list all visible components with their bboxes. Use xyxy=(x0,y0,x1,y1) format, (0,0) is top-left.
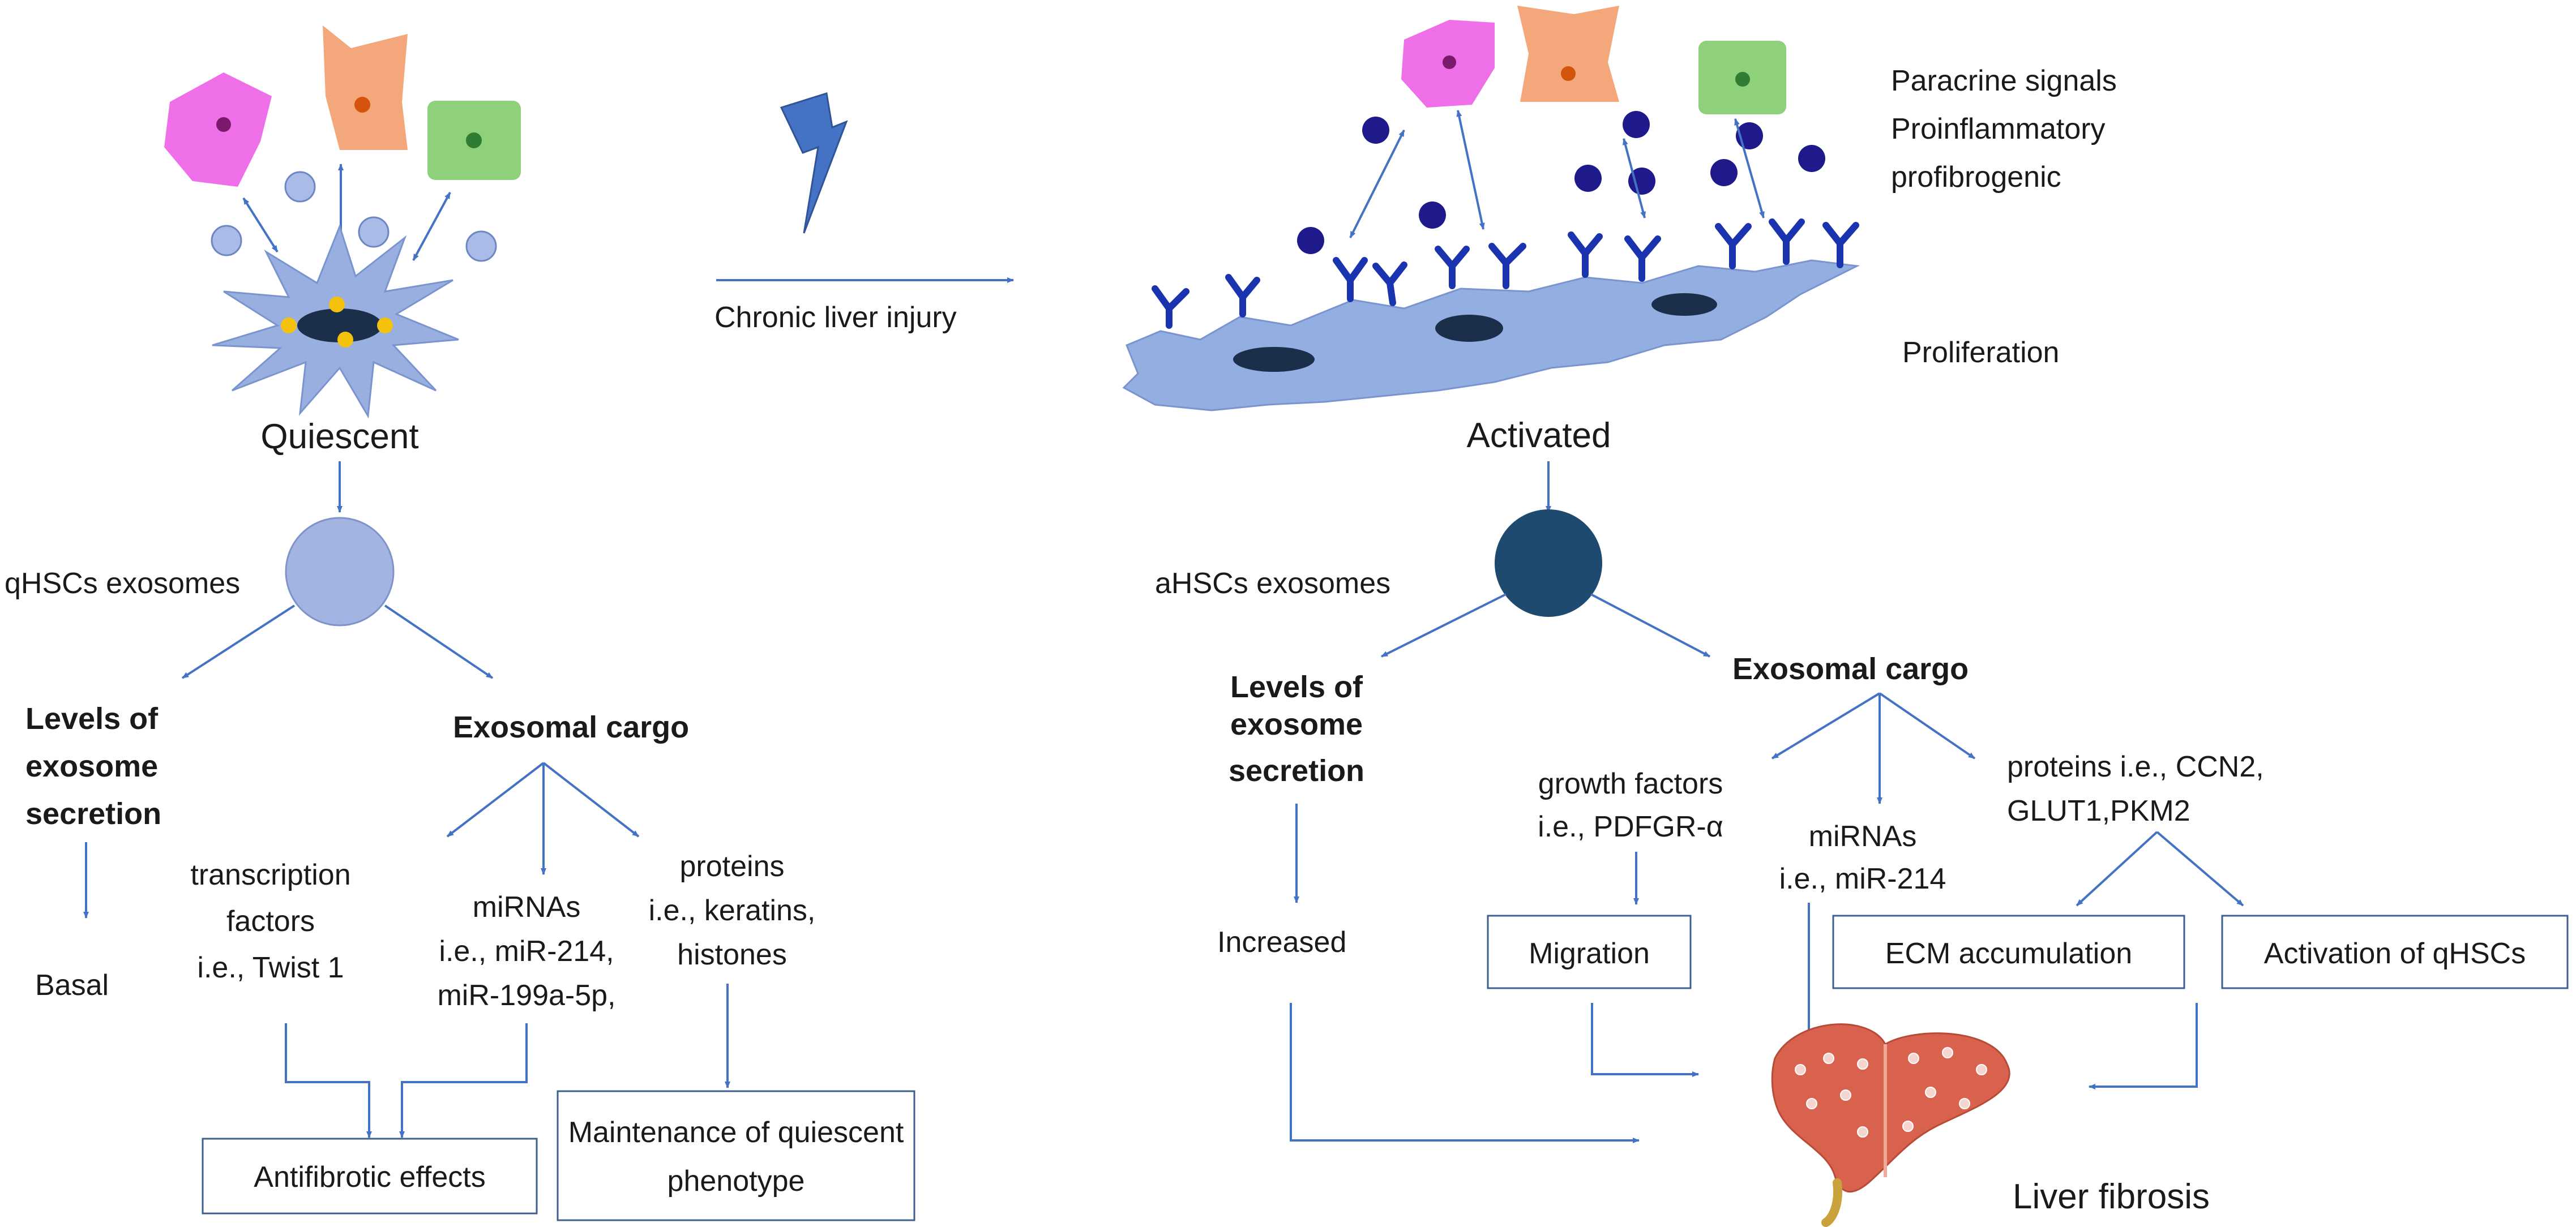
quiescent-hsc-cell xyxy=(212,224,459,419)
left-cargo-heading: Exosomal cargo xyxy=(453,710,689,744)
proteins-to-activation-arrow xyxy=(2156,831,2244,907)
svg-text:Levels of: Levels of xyxy=(1230,670,1363,704)
right-mirnas-text: miRNAs i.e., miR-214 xyxy=(1779,820,1946,895)
right-cargo-heading: Exosomal cargo xyxy=(1732,652,1969,686)
right-proteins-text: proteins i.e., CCN2, GLUT1,PKM2 xyxy=(2007,750,2264,827)
ecm-accumulation-box xyxy=(1832,915,2185,989)
svg-text:profibrogenic: profibrogenic xyxy=(1891,161,2061,194)
liver-fibrosis-label: Liver fibrosis xyxy=(2013,1177,2210,1216)
ahsc-exosome xyxy=(1495,509,1602,617)
orange-cell-nucleus xyxy=(1561,66,1576,81)
svg-text:GLUT1,PKM2: GLUT1,PKM2 xyxy=(2007,795,2190,827)
cargo-to-proteins-arrow xyxy=(542,762,640,838)
activated-nucleus xyxy=(1651,293,1717,316)
pink-cell-nucleus xyxy=(216,117,231,132)
lipid-droplet xyxy=(337,332,353,347)
svg-text:exosome: exosome xyxy=(1230,707,1363,741)
proteins-to-ecm-arrow xyxy=(2076,831,2158,907)
activated-label: Activated xyxy=(1466,416,1611,455)
svg-text:i.e., Twist 1: i.e., Twist 1 xyxy=(197,951,344,984)
green-cell-nucleus xyxy=(466,132,482,148)
growth-factors-text: growth factors i.e., PDFGR-α xyxy=(1538,767,1723,843)
paracrine-arrows-right xyxy=(1349,110,1765,238)
antifibrotic-effects-label: Antifibrotic effects xyxy=(254,1161,485,1194)
left-mirnas-text: miRNAs i.e., miR-214, miR-199a-5p, xyxy=(437,891,615,1012)
activation-qhscs-label: Activation of qHSCs xyxy=(2264,937,2526,970)
svg-text:phenotype: phenotype xyxy=(667,1165,805,1198)
orange-cell xyxy=(1517,6,1619,102)
proliferation-label: Proliferation xyxy=(1902,336,2059,369)
qhsc-exosomes-label: qHSCs exosomes xyxy=(5,567,240,600)
paracrine-cells-right xyxy=(1401,6,1786,114)
left-proteins-text: proteins i.e., keratins, histones xyxy=(649,850,816,971)
basal-label: Basal xyxy=(35,969,109,1002)
paracrine-cells-left xyxy=(164,25,521,187)
svg-text:Proinflammatory: Proinflammatory xyxy=(1891,113,2106,145)
lipid-droplet xyxy=(329,297,345,312)
svg-text:i.e., PDFGR-α: i.e., PDFGR-α xyxy=(1538,810,1723,843)
activated-hsc-cell xyxy=(1122,259,1860,411)
orange-cell xyxy=(323,25,408,150)
svg-text:i.e., miR-214,: i.e., miR-214, xyxy=(439,935,614,968)
svg-text:miRNAs: miRNAs xyxy=(1809,820,1917,853)
aexosome-to-levels-arrow xyxy=(1381,593,1507,658)
svg-text:proteins: proteins xyxy=(680,850,785,883)
migration-label: Migration xyxy=(1529,937,1650,970)
maintenance-label: Maintenance of quiescent phenotype xyxy=(568,1116,904,1198)
right-connector-lines xyxy=(1290,903,2198,1143)
right-levels-heading: Levels of exosome secretion xyxy=(1229,670,1364,788)
orange-cell-nucleus xyxy=(354,97,370,113)
migration-box xyxy=(1487,915,1692,989)
exosome-to-cargo-arrow xyxy=(384,604,494,679)
pink-cell-nucleus xyxy=(1443,55,1456,69)
cargo-to-growth-arrow xyxy=(1771,692,1881,760)
lipid-droplet xyxy=(281,318,297,333)
receptors xyxy=(1152,218,1859,329)
ecm-accumulation-label: ECM accumulation xyxy=(1885,937,2132,970)
cargo-to-transcription-arrow xyxy=(446,762,545,838)
svg-text:proteins i.e., CCN2,: proteins i.e., CCN2, xyxy=(2007,750,2264,783)
svg-text:histones: histones xyxy=(677,938,787,971)
svg-text:i.e., keratins,: i.e., keratins, xyxy=(649,894,816,927)
exosome-to-levels-arrow xyxy=(181,604,296,679)
svg-text:Levels of: Levels of xyxy=(25,702,159,736)
paracrine-signals-text: Paracrine signals Proinflammatory profib… xyxy=(1891,65,2117,194)
svg-text:secretion: secretion xyxy=(1229,754,1364,788)
svg-text:secretion: secretion xyxy=(25,797,161,831)
svg-text:i.e., miR-214: i.e., miR-214 xyxy=(1779,863,1946,895)
svg-text:Maintenance of quiescent: Maintenance of quiescent xyxy=(568,1116,904,1149)
pink-cell xyxy=(164,72,272,187)
antifibrotic-effects-box xyxy=(202,1138,538,1215)
svg-text:factors: factors xyxy=(226,905,315,938)
cargo-to-aproteins-arrow xyxy=(1878,692,1976,760)
svg-text:exosome: exosome xyxy=(25,749,158,783)
left-connector-lines xyxy=(285,984,730,1138)
lightning-bolt-icon xyxy=(780,92,848,234)
lipid-droplet xyxy=(377,318,393,333)
activation-qhscs-box xyxy=(2221,915,2569,989)
activated-nucleus xyxy=(1233,347,1315,372)
small-exosomes-left xyxy=(211,171,497,262)
quiescent-label: Quiescent xyxy=(260,417,418,456)
svg-text:growth factors: growth factors xyxy=(1538,767,1723,800)
chronic-injury-label: Chronic liver injury xyxy=(714,301,957,334)
activated-nucleus xyxy=(1435,315,1503,342)
ahsc-exosomes-label: aHSCs exosomes xyxy=(1155,567,1390,600)
increased-label: Increased xyxy=(1217,926,1346,959)
green-cell-nucleus xyxy=(1735,72,1750,87)
svg-text:transcription: transcription xyxy=(190,859,350,891)
svg-text:miRNAs: miRNAs xyxy=(473,891,581,924)
quiescent-nucleus xyxy=(297,308,382,342)
liver-icon xyxy=(1771,1023,2010,1227)
qhsc-exosome xyxy=(285,517,395,627)
left-levels-heading: Levels of exosome secretion xyxy=(25,702,161,831)
aexosome-to-cargo-arrow xyxy=(1590,593,1710,658)
svg-text:Paracrine signals: Paracrine signals xyxy=(1891,65,2117,97)
transcription-factors-text: transcription factors i.e., Twist 1 xyxy=(190,859,350,984)
maintenance-box xyxy=(557,1090,915,1221)
svg-text:miR-199a-5p,: miR-199a-5p, xyxy=(437,979,615,1012)
